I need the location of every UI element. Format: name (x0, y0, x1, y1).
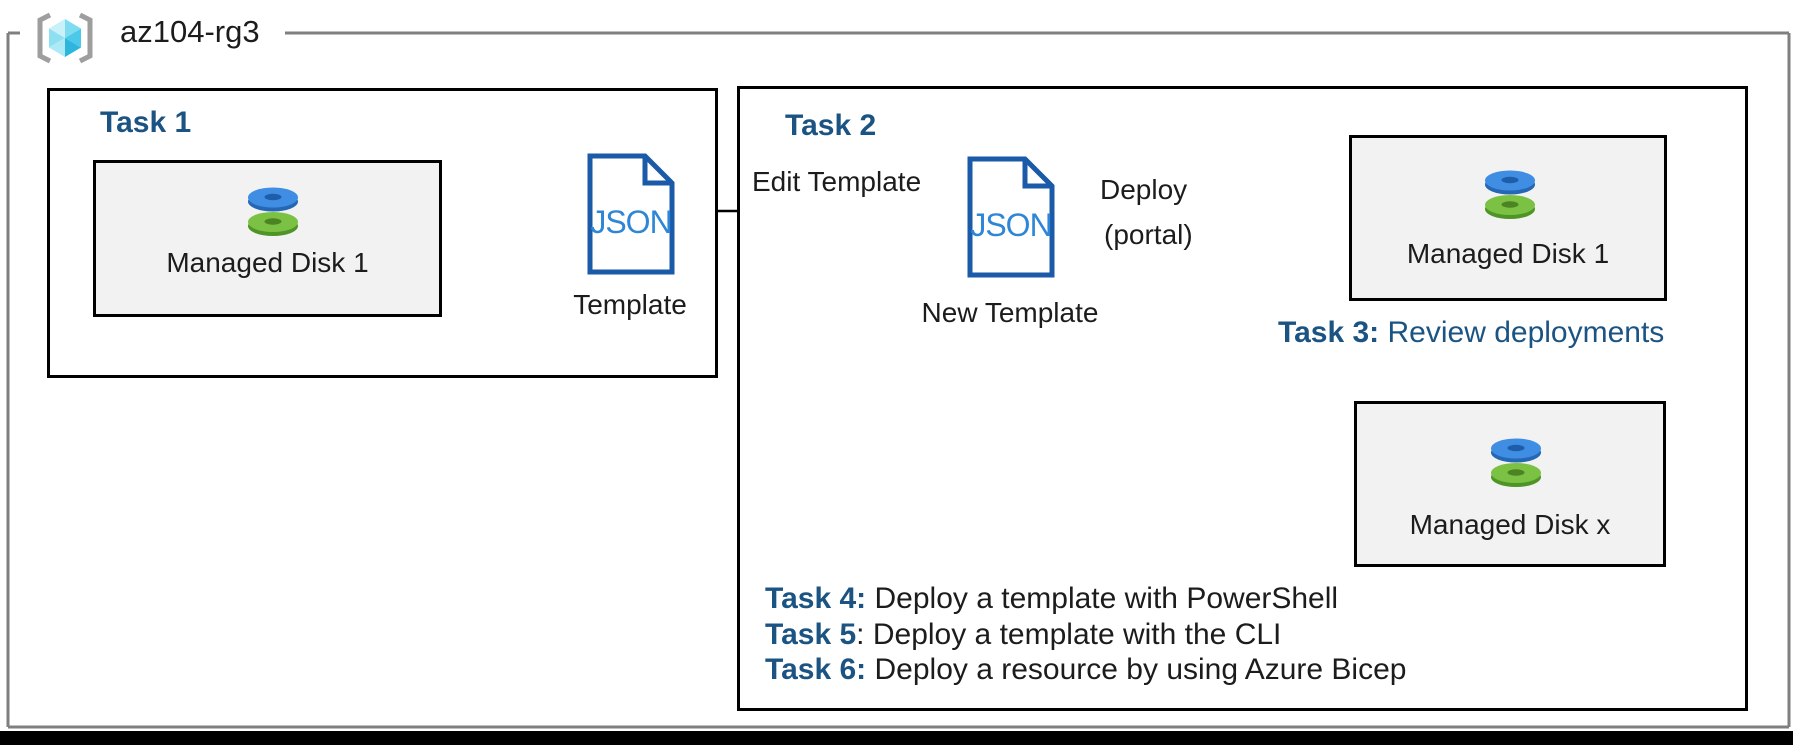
resource-group-border (6, 31, 1791, 729)
managed-disk-icon (248, 187, 298, 236)
bottom-bar (0, 731, 1793, 745)
new-template-label: New Template (921, 297, 1099, 328)
managed-disk-1-deployed-label: Managed Disk 1 (1406, 238, 1610, 269)
managed-disk-x-label: Managed Disk x (1409, 509, 1611, 540)
task4-line: Task 4: Deploy a template with PowerShel… (765, 581, 1406, 617)
json-template-icon: JSON (585, 153, 677, 275)
resource-group-name: az104-rg3 (120, 14, 260, 49)
task6-line: Task 6: Deploy a resource by using Azure… (765, 652, 1406, 688)
task3-prefix: Task 3: (1278, 316, 1380, 349)
managed-disk-1-label: Managed Disk 1 (166, 247, 369, 278)
managed-disk-icon (1491, 438, 1541, 487)
task3-line: Task 3: Review deployments (1278, 316, 1664, 350)
json-new-template-icon: JSON (965, 156, 1057, 278)
task-list: Task 4: Deploy a template with PowerShel… (765, 581, 1406, 688)
resource-group-label (20, 26, 285, 38)
task4-prefix: Task 4: (765, 582, 867, 615)
task4-text: Deploy a template with PowerShell (866, 582, 1339, 615)
task5-prefix: Task 5 (765, 617, 857, 651)
task1-title: Task 1 (100, 106, 192, 139)
task6-text: Deploy a resource by using Azure Bicep (866, 653, 1407, 686)
cube-glyph (49, 19, 81, 57)
task2-title: Task 2 (785, 109, 877, 142)
edit-template-label: Edit Template (752, 166, 922, 197)
template-label: Template (573, 289, 687, 320)
task5-line: Task 5: Deploy a template with the CLI (765, 617, 1406, 653)
resource-group-icon (37, 12, 93, 64)
json-file-text: JSON (590, 204, 672, 240)
managed-disk-1-box (93, 160, 442, 317)
managed-disk-1-deployed-box (1349, 135, 1667, 301)
json-file-text: JSON (970, 207, 1052, 243)
managed-disk-icon (1485, 170, 1535, 219)
task6-prefix: Task 6: (765, 653, 867, 686)
deploy-label: Deploy (1100, 174, 1188, 205)
deploy-portal-label: (portal) (1104, 219, 1193, 250)
task3-text: Review deployments (1379, 316, 1665, 349)
task5-text: : Deploy a template with the CLI (856, 617, 1282, 651)
